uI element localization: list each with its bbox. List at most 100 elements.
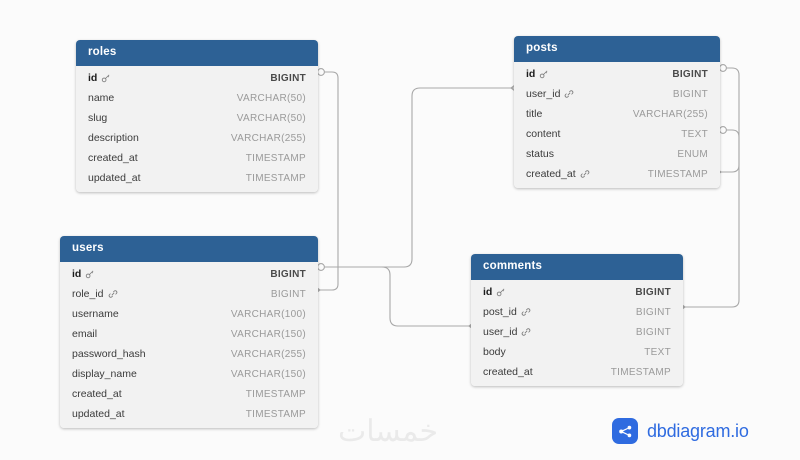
link-icon [580,169,590,179]
link-posts-content-created [720,129,740,173]
field-type: TIMESTAMP [245,408,306,420]
field-row[interactable]: user_id BIGINT [471,322,683,342]
brand-label: dbdiagram.io [647,420,749,441]
field-type: VARCHAR(255) [632,108,708,120]
table-comments[interactable]: comments id BIGINT post_id BIGINT user_i… [471,254,683,386]
field-type: BIGINT [672,88,708,100]
table-name[interactable]: comments [471,254,683,280]
brand-logo[interactable]: dbdiagram.io [612,418,749,444]
link-users-posts [318,87,512,268]
field-row[interactable]: id BIGINT [60,264,318,284]
field-row[interactable]: updated_at TIMESTAMP [76,168,318,188]
field-row[interactable]: id BIGINT [514,64,720,84]
field-row[interactable]: created_at TIMESTAMP [76,148,318,168]
key-icon [496,287,506,297]
field-name: id [72,268,82,280]
field-row[interactable]: created_at TIMESTAMP [471,362,683,382]
field-type: VARCHAR(150) [230,368,306,380]
field-type: TEXT [681,128,708,140]
link-endpoint-one [719,64,727,72]
field-list: id BIGINT name VARCHAR(50) slug VARCHAR(… [76,66,318,192]
field-row[interactable]: slug VARCHAR(50) [76,108,318,128]
link-icon [564,89,574,99]
field-name: role_id [72,288,104,300]
field-row[interactable]: id BIGINT [76,68,318,88]
field-list: id BIGINT post_id BIGINT user_id BIGINT … [471,280,683,386]
field-type: TIMESTAMP [245,152,306,164]
field-row[interactable]: name VARCHAR(50) [76,88,318,108]
field-type: ENUM [677,148,708,160]
link-users-comments [318,266,470,327]
field-name: status [526,148,555,160]
field-row[interactable]: content TEXT [514,124,720,144]
key-icon [85,269,95,279]
link-roles-users [318,71,339,291]
field-name: created_at [72,388,122,400]
field-row[interactable]: id BIGINT [471,282,683,302]
key-icon [101,73,111,83]
field-name: created_at [526,168,576,180]
field-row[interactable]: title VARCHAR(255) [514,104,720,124]
field-row[interactable]: created_at TIMESTAMP [60,384,318,404]
table-name[interactable]: users [60,236,318,262]
field-row[interactable]: username VARCHAR(100) [60,304,318,324]
field-name: title [526,108,543,120]
field-row[interactable]: role_id BIGINT [60,284,318,304]
field-row[interactable]: display_name VARCHAR(150) [60,364,318,384]
field-name: id [88,72,98,84]
field-name: id [483,286,493,298]
link-endpoint-one [317,263,325,271]
field-name: description [88,132,139,144]
field-name: content [526,128,561,140]
key-icon [539,69,549,79]
field-row[interactable]: updated_at TIMESTAMP [60,404,318,424]
field-type: VARCHAR(255) [230,348,306,360]
field-row[interactable]: post_id BIGINT [471,302,683,322]
link-endpoint-one [317,68,325,76]
link-endpoint-one [719,126,727,134]
field-row[interactable]: user_id BIGINT [514,84,720,104]
field-type: VARCHAR(150) [230,328,306,340]
link-icon [521,327,531,337]
field-name: id [526,68,536,80]
field-type: TIMESTAMP [610,366,671,378]
field-row[interactable]: password_hash VARCHAR(255) [60,344,318,364]
field-name: slug [88,112,108,124]
field-type: VARCHAR(50) [236,92,306,104]
field-type: BIGINT [270,72,306,84]
field-name: updated_at [88,172,141,184]
field-name: updated_at [72,408,125,420]
table-users[interactable]: users id BIGINT role_id BIGINT username … [60,236,318,428]
field-name: password_hash [72,348,146,360]
field-name: created_at [483,366,533,378]
share-nodes-icon [612,418,638,444]
field-name: display_name [72,368,137,380]
field-type: BIGINT [270,268,306,280]
table-roles[interactable]: roles id BIGINT name VARCHAR(50) slug VA… [76,40,318,192]
field-name: email [72,328,98,340]
field-type: TIMESTAMP [245,388,306,400]
field-row[interactable]: status ENUM [514,144,720,164]
field-name: username [72,308,119,320]
field-name: user_id [483,326,518,338]
table-name[interactable]: roles [76,40,318,66]
field-list: id BIGINT user_id BIGINT title VARCHAR(2… [514,62,720,188]
field-name: created_at [88,152,138,164]
field-type: BIGINT [635,326,671,338]
field-type: TIMESTAMP [647,168,708,180]
field-row[interactable]: body TEXT [471,342,683,362]
field-type: BIGINT [635,286,671,298]
field-row[interactable]: created_at TIMESTAMP [514,164,720,184]
field-type: BIGINT [635,306,671,318]
field-type: TIMESTAMP [245,172,306,184]
field-type: BIGINT [270,288,306,300]
field-type: VARCHAR(100) [230,308,306,320]
field-row[interactable]: email VARCHAR(150) [60,324,318,344]
field-type: BIGINT [672,68,708,80]
field-type: TEXT [644,346,671,358]
field-name: body [483,346,506,358]
table-posts[interactable]: posts id BIGINT user_id BIGINT title VAR… [514,36,720,188]
table-name[interactable]: posts [514,36,720,62]
field-row[interactable]: description VARCHAR(255) [76,128,318,148]
